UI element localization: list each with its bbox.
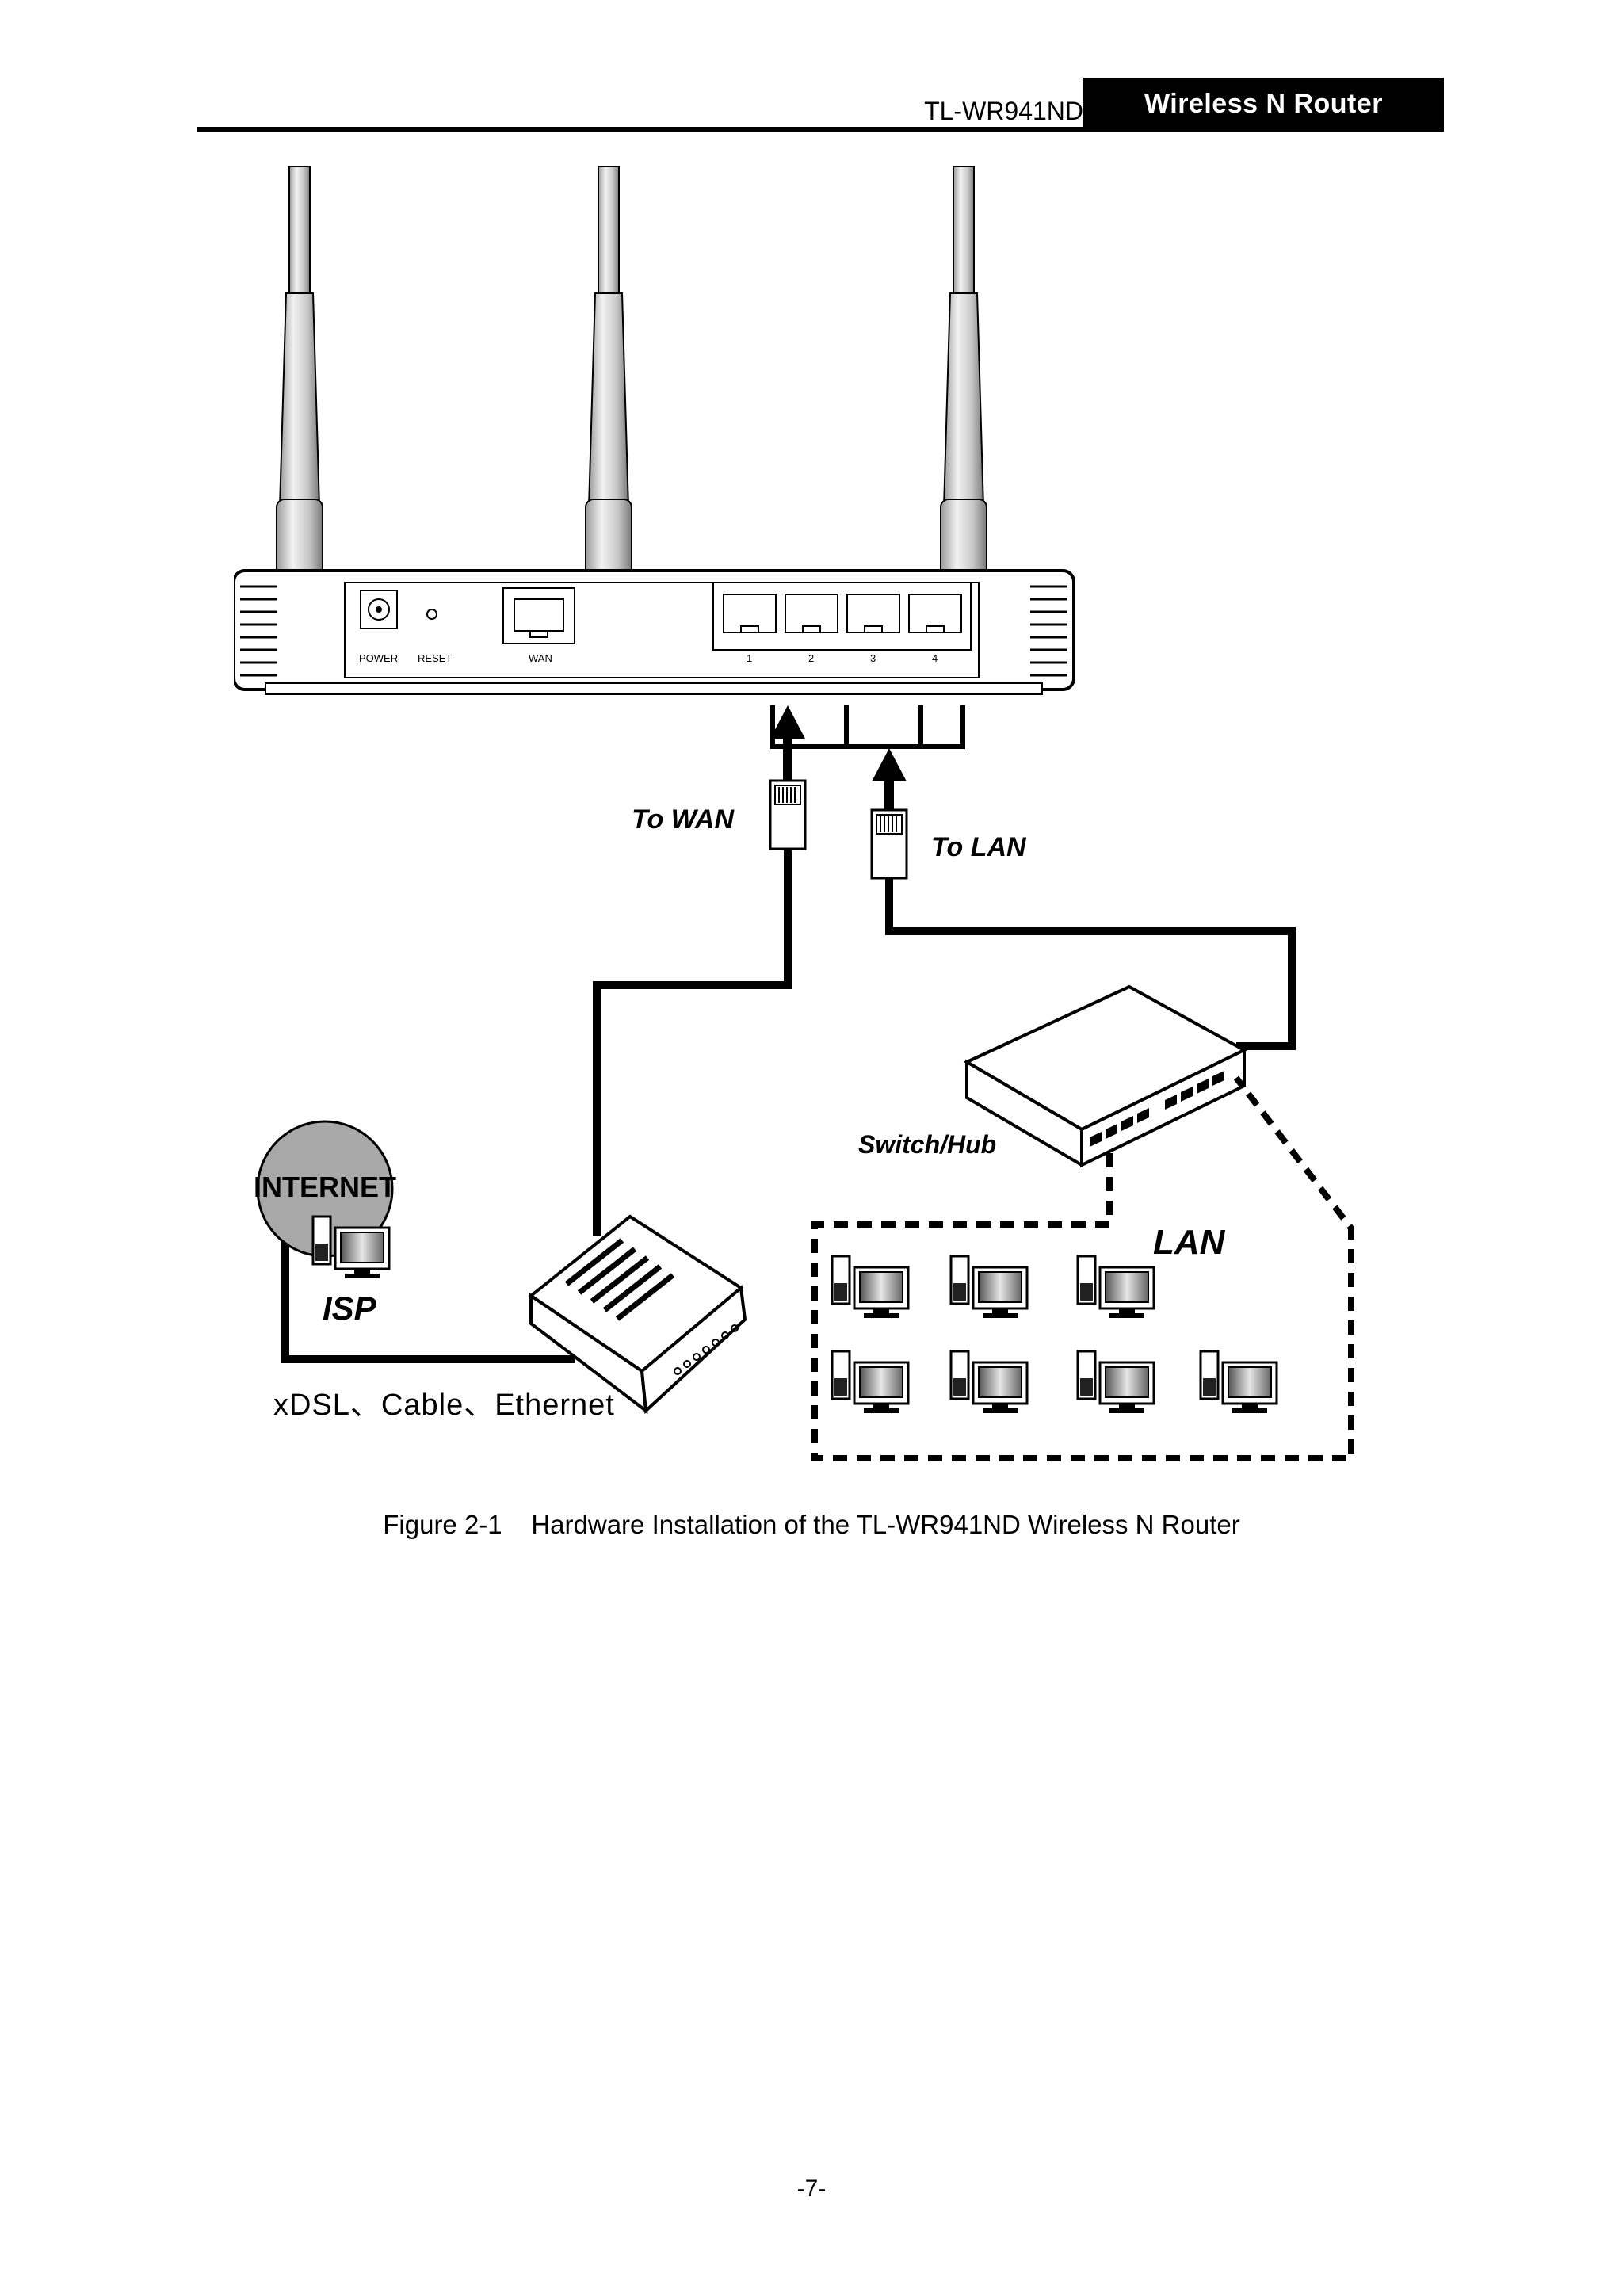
port-label-lan-3: 3 (870, 652, 876, 664)
port-label-power: POWER (359, 652, 398, 664)
lan-dashed-boundary (812, 1075, 1354, 1461)
page-number: -7- (796, 2176, 827, 2202)
computer-icon (831, 1255, 910, 1320)
figure-caption: Figure 2-1 Hardware Installation of the … (0, 1510, 1623, 1540)
port-label-lan-2: 2 (808, 652, 814, 664)
port-label-reset: RESET (418, 652, 452, 664)
lan-bracket (770, 705, 965, 749)
computer-icon (1076, 1255, 1155, 1320)
port-label-lan-1: 1 (747, 652, 752, 664)
computer-icon (1199, 1350, 1278, 1415)
label-internet: INTERNET (254, 1171, 396, 1203)
label-lan: LAN (1153, 1223, 1226, 1262)
header-model: TL-WR941ND (924, 97, 1083, 125)
computer-icon (949, 1350, 1029, 1415)
lan-connection (870, 748, 1296, 1050)
port-label-wan: WAN (529, 652, 552, 664)
wan-connection (593, 705, 807, 1236)
label-switch-hub: Switch/Hub (858, 1130, 996, 1159)
label-to-lan: To LAN (931, 832, 1027, 862)
label-to-wan: To WAN (632, 804, 735, 835)
modem (528, 1214, 747, 1415)
figure-number: Figure 2-1 (383, 1510, 502, 1539)
internet-isp: INTERNET ISP (254, 1120, 575, 1363)
computer-icon (949, 1255, 1029, 1320)
header-rule (197, 127, 1444, 132)
port-label-lan-4: 4 (932, 652, 938, 664)
computer-icon (1076, 1350, 1155, 1415)
figure-caption-text: Hardware Installation of the TL-WR941ND … (531, 1510, 1240, 1539)
page-header: TL-WR941ND Wireless N Router (197, 76, 1444, 132)
installation-figure: POWER RESET WAN 1 2 3 4 To WAN To LAN (232, 151, 1407, 1482)
label-connection-types: xDSL、Cable、Ethernet (273, 1389, 615, 1422)
router: POWER RESET WAN 1 2 3 4 (232, 569, 1075, 695)
switch-hub (963, 984, 1248, 1168)
label-isp: ISP (323, 1289, 377, 1327)
computer-icon (831, 1350, 910, 1415)
header-product-tab: Wireless N Router (1083, 78, 1444, 130)
lan-computers (831, 1255, 1278, 1415)
arrow-up-icon (770, 705, 805, 739)
arrow-up-icon (872, 748, 907, 781)
installation-diagram: POWER RESET WAN 1 2 3 4 To WAN To LAN (232, 166, 1354, 1461)
